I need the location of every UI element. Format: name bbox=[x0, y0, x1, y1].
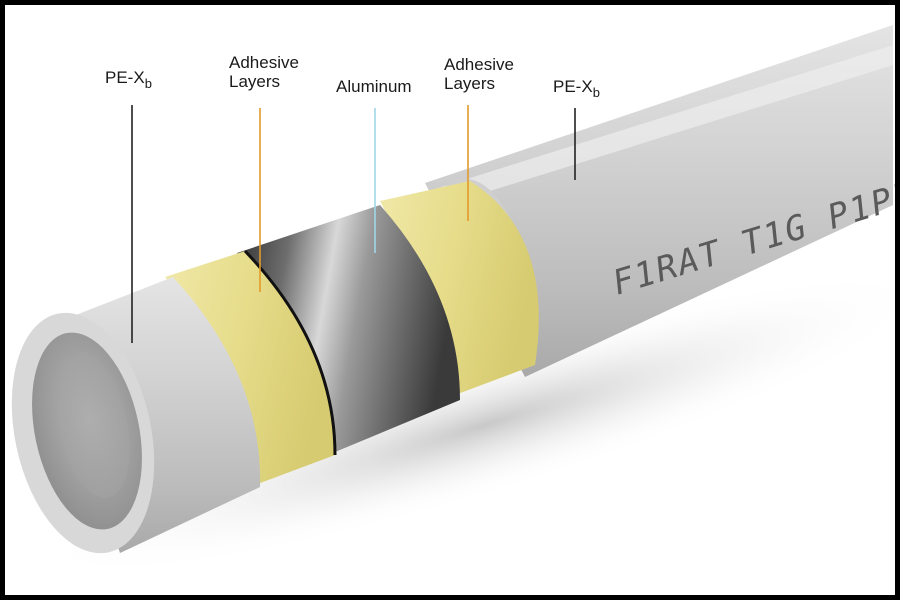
label-adhesive-right-line1: Adhesive bbox=[444, 55, 514, 74]
label-pe-right-main: PE-X bbox=[553, 77, 593, 96]
pipe-diagram: F1RAT T1G P1PE 16X2 PE-Xb Adhesive Layer… bbox=[5, 5, 895, 595]
pe-outer-layer bbox=[425, 25, 893, 377]
label-adhesive-right: Adhesive Layers bbox=[444, 55, 514, 93]
pipe-shadow bbox=[35, 272, 895, 578]
pipe-illustration: F1RAT T1G P1PE 16X2 bbox=[11, 25, 895, 578]
aluminum-layer bbox=[237, 205, 460, 457]
label-pe-left: PE-Xb bbox=[105, 68, 152, 93]
adhesive-layer-left bbox=[165, 251, 335, 485]
label-pe-left-sub: b bbox=[144, 76, 152, 91]
label-aluminum-text: Aluminum bbox=[336, 77, 412, 96]
label-adhesive-left: Adhesive Layers bbox=[229, 53, 299, 91]
label-pe-right: PE-Xb bbox=[553, 77, 600, 102]
label-adhesive-left-line2: Layers bbox=[229, 72, 281, 91]
label-pe-right-sub: b bbox=[592, 85, 600, 100]
label-adhesive-right-line2: Layers bbox=[444, 74, 496, 93]
label-adhesive-left-line1: Adhesive bbox=[229, 53, 299, 72]
label-pe-left-main: PE-X bbox=[105, 68, 145, 87]
adhesive-layer-right bbox=[380, 181, 539, 395]
label-aluminum: Aluminum bbox=[336, 77, 412, 96]
